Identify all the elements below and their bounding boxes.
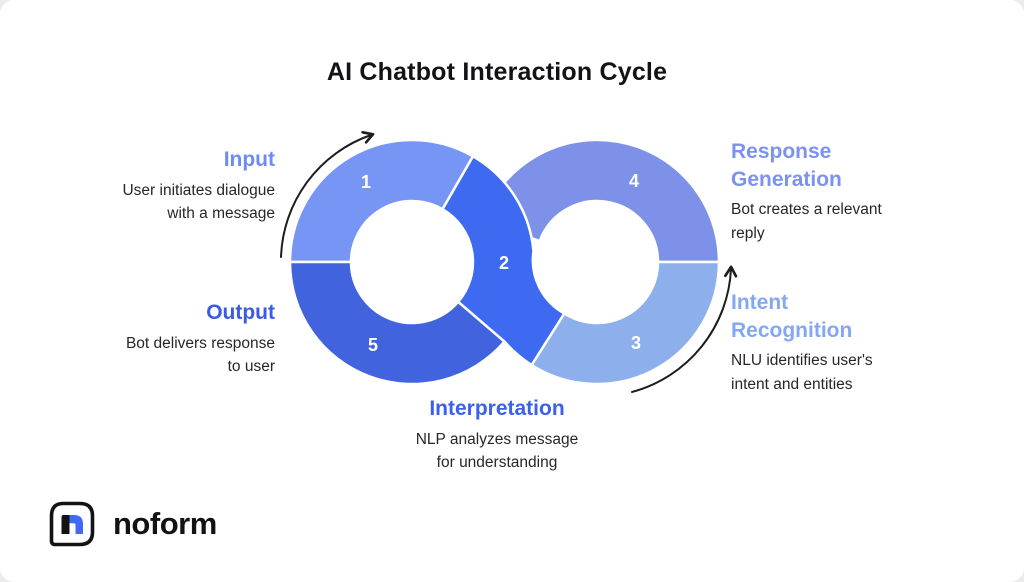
step-number-5: 5 <box>368 335 378 355</box>
label-interpretation-heading: Interpretation <box>429 397 565 420</box>
segment-1-input <box>288 138 475 264</box>
label-output: Output Bot delivers response to user <box>126 299 275 378</box>
segment-2-interpretation <box>441 155 566 367</box>
label-response-description: Bot creates a relevant reply <box>731 201 882 242</box>
noform-logo-icon <box>49 501 95 547</box>
label-response-generation: Response Generation Bot creates a releva… <box>731 138 882 245</box>
label-interpretation: Interpretation NLP analyzes message for … <box>416 395 579 474</box>
label-intent-heading: Intent Recognition <box>731 291 853 342</box>
step-number-4: 4 <box>629 171 639 191</box>
label-output-heading: Output <box>206 301 275 324</box>
label-response-heading: Response Generation <box>731 140 842 191</box>
step-number-3: 3 <box>631 333 641 353</box>
label-input: Input User initiates dialogue with a mes… <box>122 146 275 225</box>
flow-arrow-top-left <box>280 130 375 258</box>
label-input-description: User initiates dialogue with a message <box>122 181 275 222</box>
segment-5-output <box>288 260 506 386</box>
label-input-heading: Input <box>223 148 275 171</box>
step-number-2: 2 <box>499 253 509 273</box>
noform-logo-text: noform <box>113 506 217 541</box>
segment-4-response-generation <box>481 138 721 264</box>
noform-logo: noform <box>47 499 217 549</box>
flow-arrow-bottom-right <box>631 265 738 393</box>
step-number-1: 1 <box>361 172 371 192</box>
label-intent-description: NLU identifies user's intent and entitie… <box>731 352 873 393</box>
segment-3-intent-recognition <box>530 260 721 386</box>
label-interpretation-description: NLP analyzes message for understanding <box>415 430 579 471</box>
label-output-description: Bot delivers response to user <box>125 334 275 375</box>
label-intent-recognition: Intent Recognition NLU identifies user's… <box>731 289 873 396</box>
page-title: AI Chatbot Interaction Cycle <box>326 58 668 86</box>
